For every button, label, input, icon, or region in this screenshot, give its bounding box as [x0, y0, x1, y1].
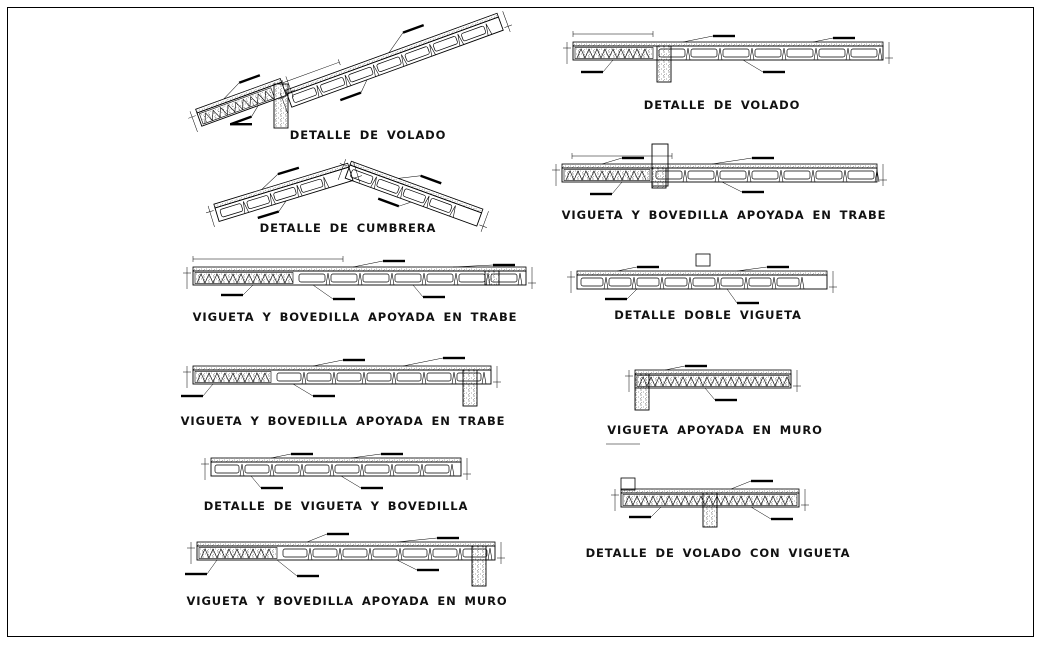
slab-vigueta-muro	[625, 364, 801, 411]
slab-volado-left-a	[188, 74, 296, 133]
caption-trabe-left-2: VIGUETA Y BOVEDILLA APOYADA EN TRABE	[180, 414, 506, 428]
caption-detalle-volado-left: DETALLE DE VOLADO	[289, 128, 447, 142]
caption-detalle-volado-right: DETALLE DE VOLADO	[643, 98, 801, 112]
slab-muro-left	[185, 532, 505, 587]
caption-trabe-right: VIGUETA Y BOVEDILLA APOYADA EN TRABE	[561, 208, 887, 222]
slab-volado-right	[563, 31, 893, 83]
leader-mark	[230, 123, 252, 126]
caption-vigueta-bovedilla: DETALLE DE VIGUETA Y BOVEDILLA	[203, 499, 469, 513]
doble-vigueta-cap	[695, 253, 711, 267]
slab-vigueta-bovedilla	[201, 452, 471, 490]
slab-volado-vigueta	[611, 479, 809, 528]
slab-trabe-left-2	[181, 356, 501, 407]
caption-muro-left: VIGUETA Y BOVEDILLA APOYADA EN MURO	[186, 594, 508, 608]
slab-cumbrera-right	[337, 159, 489, 232]
slab-details	[181, 11, 893, 587]
volado-vigueta-parapet	[620, 477, 636, 491]
slab-doble-vigueta	[567, 265, 837, 305]
wall-volado-left	[273, 83, 289, 129]
caption-doble-vigueta: DETALLE DOBLE VIGUETA	[614, 308, 802, 322]
caption-vigueta-muro: VIGUETA APOYADA EN MURO	[607, 423, 823, 437]
caption-trabe-left-1: VIGUETA Y BOVEDILLA APOYADA EN TRABE	[192, 310, 518, 324]
caption-volado-vigueta: DETALLE DE VOLADO CON VIGUETA	[585, 546, 851, 560]
slab-volado-left-b	[278, 11, 513, 114]
trabe-right-beam	[651, 143, 669, 187]
slab-trabe-right	[552, 153, 887, 196]
slab-trabe-left-1	[183, 256, 536, 301]
caption-detalle-cumbrera: DETALLE DE CUMBRERA	[259, 221, 437, 235]
sheet-border	[7, 7, 1034, 637]
